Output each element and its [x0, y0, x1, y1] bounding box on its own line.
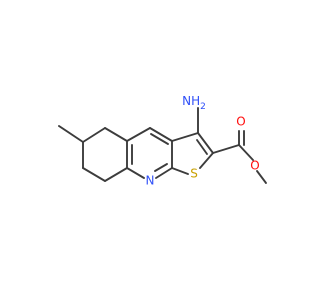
molecule-structure: NH2 N S O O: [58, 94, 267, 188]
bond-pyr-3-inner: [150, 133, 169, 145]
ring-nitrogen-label: N: [146, 174, 155, 188]
bond-sat-1: [82, 127, 106, 143]
amino-label: NH2: [182, 94, 206, 112]
bond-sat-4: [82, 167, 106, 182]
bond-th-2: [197, 132, 214, 154]
bond-pyr-3: [149, 127, 173, 142]
bond-th-1: [171, 132, 199, 142]
bond-ester-1: [212, 144, 240, 154]
thiophene-sulfur-label: S: [190, 167, 198, 181]
molecule-canvas: NH2 N S O O: [58, 93, 267, 188]
bond-pyr-5: [155, 167, 173, 179]
bond-th-3: [199, 152, 214, 169]
bond-pyr-5-inner: [154, 163, 168, 172]
bond-sat-2: [104, 127, 128, 142]
bond-ester-o: [238, 144, 254, 161]
ester-oxygen-label: O: [250, 159, 259, 173]
bond-pyr-2: [126, 127, 151, 142]
bond-th-4: [171, 167, 189, 175]
bond-pyr-6: [126, 167, 145, 179]
bond-methyl: [58, 125, 84, 143]
bond-ester-methyl: [256, 170, 267, 184]
carbonyl-oxygen-label: O: [236, 115, 245, 129]
bond-th-2-inner: [196, 139, 208, 155]
bond-sat-5: [104, 167, 128, 182]
